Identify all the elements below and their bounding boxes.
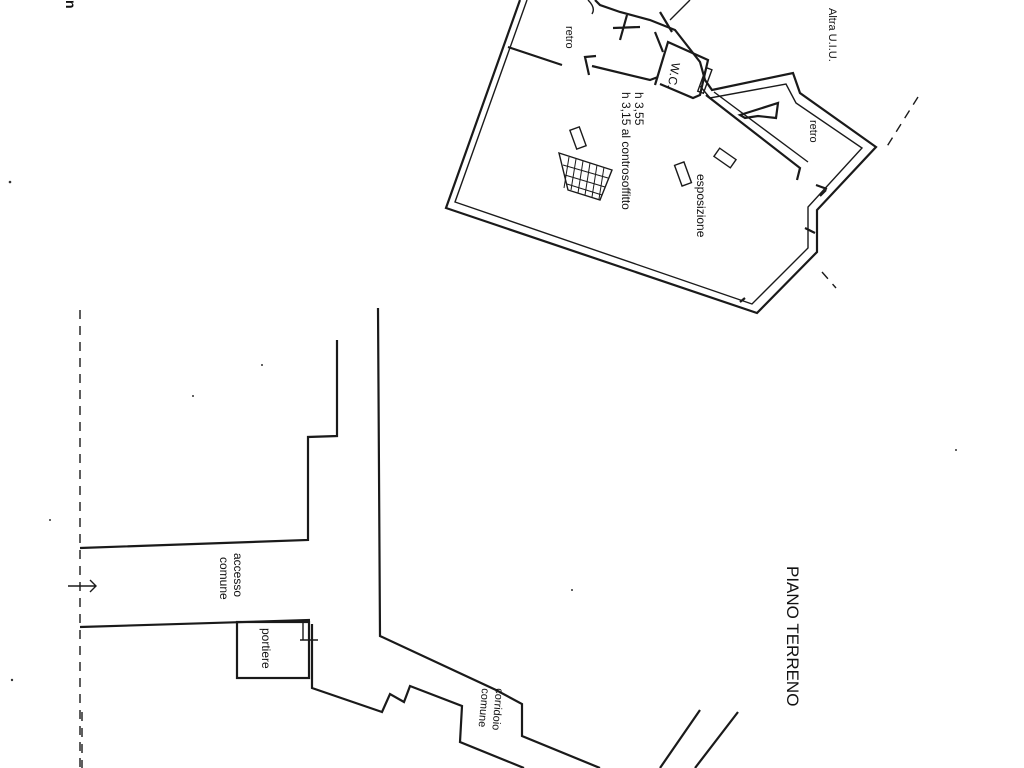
label-height-ceiling: h 3,15 al controsoffitto (619, 92, 633, 210)
label-corridoio: corridoio (489, 688, 505, 731)
label-comune-corridoio: comune (476, 688, 491, 728)
stairs (558, 151, 613, 201)
pillar-2 (673, 161, 693, 187)
retro-right-inner (713, 91, 809, 163)
label-altra-uiu: Altra U.I.U. (826, 8, 838, 62)
entrance-arrow-icon (68, 579, 97, 593)
label-accesso: accesso (231, 553, 245, 597)
edge-fragment: n (63, 0, 79, 9)
portiere-door (300, 622, 318, 641)
scan-noise (8, 180, 957, 682)
pillar-1 (568, 125, 588, 151)
common-areas: accesso comune portiere corridoio comune (68, 307, 739, 768)
door-swing-top (587, 0, 691, 21)
lower-right-diag (659, 709, 739, 768)
access-corridor-walls (79, 340, 339, 550)
boundary-dashed-right-2 (821, 271, 837, 289)
shop-unit: retro W.C. retro Altra U.I.U. h 3,55 h 3… (444, 0, 919, 315)
right-long-wall (376, 307, 601, 768)
label-retro-right: retro (807, 120, 819, 143)
shop-outer-wall (444, 0, 878, 315)
wall-stub-right (739, 227, 816, 303)
shop-inner-wall (454, 0, 864, 305)
label-wc: W.C. (665, 61, 683, 89)
lower-corridor-walls (310, 624, 525, 768)
boundary-dashed-right (885, 96, 919, 149)
label-retro-top: retro (563, 26, 575, 49)
retro-right-walls (705, 94, 828, 197)
wc-walls (612, 11, 710, 100)
wc-fixture (696, 66, 713, 95)
pillar-3 (712, 147, 738, 169)
floor-title: PIANO TERRENO (783, 566, 802, 706)
label-comune-accesso: comune (217, 557, 231, 600)
partition-retro (507, 45, 659, 82)
portiere-room (235, 620, 311, 680)
label-height-main: h 3,55 (632, 92, 646, 126)
label-esposizione: esposizione (694, 174, 708, 238)
label-portiere: portiere (259, 628, 273, 669)
